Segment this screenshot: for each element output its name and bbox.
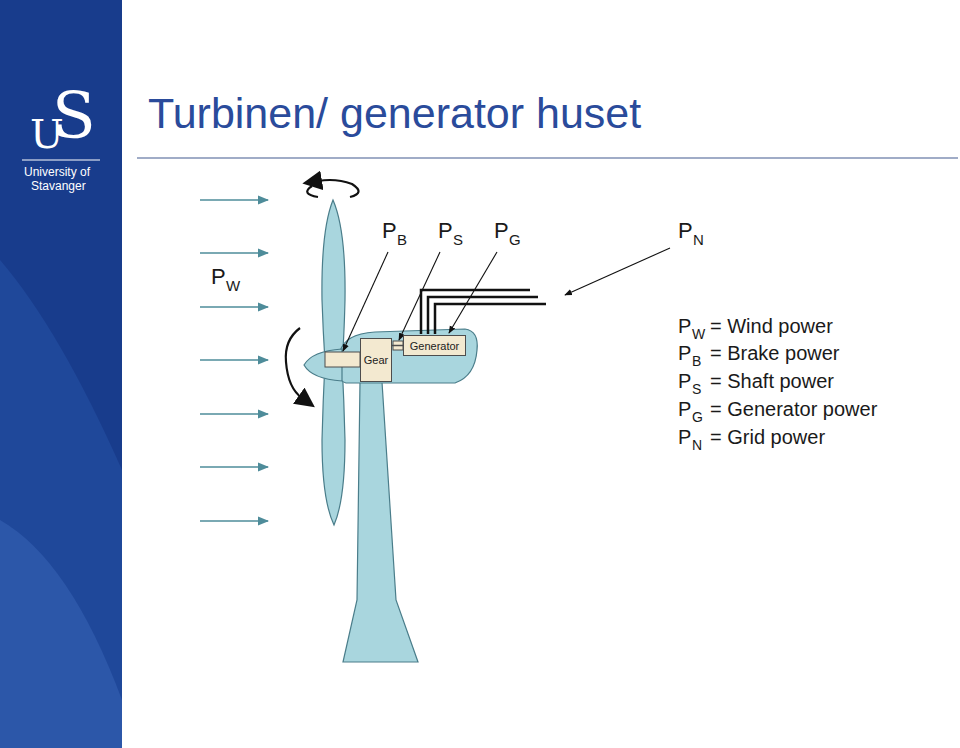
power-symbol: P: [438, 220, 453, 242]
title-rule: [137, 157, 958, 159]
main-shaft: [325, 352, 360, 367]
logo-letter: U: [30, 114, 64, 154]
box-label: Generator: [410, 340, 460, 352]
legend-subscript: S: [692, 382, 701, 396]
tower: [343, 382, 418, 662]
generator-box: Generator: [403, 335, 466, 356]
legend-symbol: P: [678, 399, 691, 419]
legend-text: = Grid power: [710, 427, 825, 447]
legend-symbol: P: [678, 343, 691, 363]
power-subscript: W: [226, 278, 240, 293]
logo-rule: [22, 160, 100, 161]
logo-text: Stavanger: [31, 180, 86, 192]
side-band: [0, 0, 122, 748]
power-subscript: S: [453, 232, 463, 247]
legend-text: = Wind power: [710, 316, 833, 336]
power-subscript: G: [509, 232, 521, 247]
wind-arrows: [200, 200, 268, 521]
power-symbol: P: [382, 220, 397, 242]
legend-symbol: P: [678, 371, 691, 391]
box-label: Gear: [364, 354, 388, 366]
rotation-arrow: [286, 328, 302, 398]
grid-cables: [421, 290, 546, 334]
power-symbol: P: [678, 220, 693, 242]
legend-symbol: P: [678, 316, 691, 336]
legend-text: = Generator power: [710, 399, 877, 419]
shaft-connector: [392, 345, 403, 347]
band-swoosh: [0, 260, 122, 748]
legend-text: = Shaft power: [710, 371, 834, 391]
legend-subscript: N: [692, 438, 702, 452]
legend-subscript: W: [692, 327, 705, 341]
legend-symbol: P: [678, 427, 691, 447]
rotation-arrow: [307, 180, 358, 197]
power-subscript: B: [397, 232, 407, 247]
slide-title: Turbinen/ generator huset: [148, 92, 641, 135]
power-symbol: P: [494, 220, 509, 242]
band-swoosh: [0, 520, 122, 748]
legend-subscript: G: [692, 410, 703, 424]
legend-subscript: B: [692, 354, 701, 368]
power-subscript: N: [693, 232, 704, 247]
legend-text: = Brake power: [710, 343, 840, 363]
power-symbol: P: [211, 266, 226, 288]
shaft-coupling: [393, 341, 403, 350]
gear-box: Gear: [360, 338, 392, 382]
leader-lines: [343, 248, 670, 351]
logo-text: University of: [24, 166, 90, 178]
